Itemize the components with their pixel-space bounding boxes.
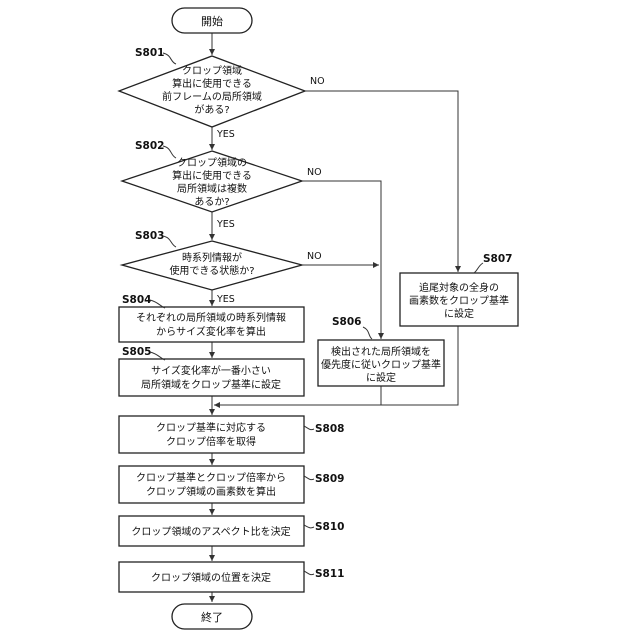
s802-no-label: NO	[307, 167, 322, 178]
s808-line-1: クロップ基準に対応する	[156, 421, 266, 434]
s803-no-label: NO	[307, 251, 322, 262]
s806-line-1: 検出された局所領域を	[331, 345, 431, 358]
process-s811: クロップ領域の位置を決定	[119, 562, 304, 592]
s804-line-2: からサイズ変化率を算出	[156, 325, 266, 338]
s811-step-id: S811	[315, 568, 344, 580]
s804-line-1: それぞれの局所領域の時系列情報	[136, 311, 286, 324]
process-s809: クロップ基準とクロップ倍率から クロップ領域の画素数を算出	[119, 466, 304, 503]
s805-line-2: 局所領域をクロップ基準に設定	[141, 378, 281, 391]
decision-s802: クロップ領域の 算出に使用できる 局所領域は複数 あるか?	[122, 151, 302, 212]
process-s806: 検出された局所領域を 優先度に従いクロップ基準 に設定	[318, 340, 444, 386]
s810-line-1: クロップ領域のアスペクト比を決定	[131, 525, 290, 538]
s811-line-1: クロップ領域の位置を決定	[151, 571, 271, 584]
end-terminal: 終了	[172, 604, 252, 629]
s802-yes-label: YES	[216, 219, 235, 230]
s805-line-1: サイズ変化率が一番小さい	[151, 364, 271, 377]
s806-step-id: S806	[332, 316, 361, 328]
s803-line-1: 時系列情報が	[182, 251, 242, 264]
s809-step-id: S809	[315, 473, 344, 485]
s801-line-1: クロップ領域	[182, 64, 242, 77]
s809-line-1: クロップ基準とクロップ倍率から	[136, 471, 286, 484]
s801-no-label: NO	[310, 76, 325, 87]
s808-step-id: S808	[315, 423, 344, 435]
start-label: 開始	[201, 14, 223, 28]
s802-line-2: 算出に使用できる	[172, 169, 252, 182]
s809-leader	[304, 476, 314, 480]
s803-yes-label: YES	[216, 294, 235, 305]
s808-line-2: クロップ倍率を取得	[166, 435, 256, 448]
s808-leader	[304, 426, 314, 430]
s802-step-id: S802	[135, 140, 164, 152]
s802-line-3: 局所領域は複数	[177, 182, 247, 195]
decision-s801: クロップ領域 算出に使用できる 前フレームの局所領域 がある?	[119, 56, 305, 127]
s801-line-4: がある?	[194, 103, 229, 116]
s801-leader	[163, 53, 176, 64]
s806-line-3: に設定	[366, 371, 396, 384]
process-s805: サイズ変化率が一番小さい 局所領域をクロップ基準に設定	[119, 359, 304, 396]
s801-line-3: 前フレームの局所領域	[162, 90, 262, 103]
process-s804: それぞれの局所領域の時系列情報 からサイズ変化率を算出	[119, 307, 304, 342]
process-s807: 追尾対象の全身の 画素数をクロップ基準 に設定	[400, 273, 518, 326]
s802-line-1: クロップ領域の	[177, 156, 247, 169]
process-s808: クロップ基準に対応する クロップ倍率を取得	[119, 416, 304, 453]
s807-leader	[474, 263, 483, 273]
s801-yes-label: YES	[216, 129, 235, 140]
s807-step-id: S807	[483, 253, 512, 265]
s803-line-2: 使用できる状態か?	[169, 264, 254, 277]
s805-step-id: S805	[122, 346, 151, 358]
decision-s803: 時系列情報が 使用できる状態か?	[122, 241, 302, 290]
s803-step-id: S803	[135, 230, 164, 242]
s806-line-2: 優先度に従いクロップ基準	[321, 358, 441, 371]
process-s810: クロップ領域のアスペクト比を決定	[119, 516, 304, 546]
s807-line-3: に設定	[444, 307, 474, 320]
s801-line-2: 算出に使用できる	[172, 77, 252, 90]
s803-leader	[163, 236, 176, 247]
s810-step-id: S810	[315, 521, 344, 533]
s810-leader	[304, 525, 314, 528]
s802-leader	[163, 146, 176, 158]
s806-leader	[363, 327, 372, 339]
s809-line-2: クロップ領域の画素数を算出	[146, 485, 276, 498]
s807-line-2: 画素数をクロップ基準	[409, 294, 509, 307]
end-label: 終了	[201, 610, 223, 624]
s804-step-id: S804	[122, 294, 151, 306]
s801-step-id: S801	[135, 47, 164, 59]
s802-line-4: あるか?	[194, 196, 229, 208]
s807-line-1: 追尾対象の全身の	[419, 281, 499, 294]
start-terminal: 開始	[172, 8, 252, 33]
s811-leader	[304, 571, 314, 575]
